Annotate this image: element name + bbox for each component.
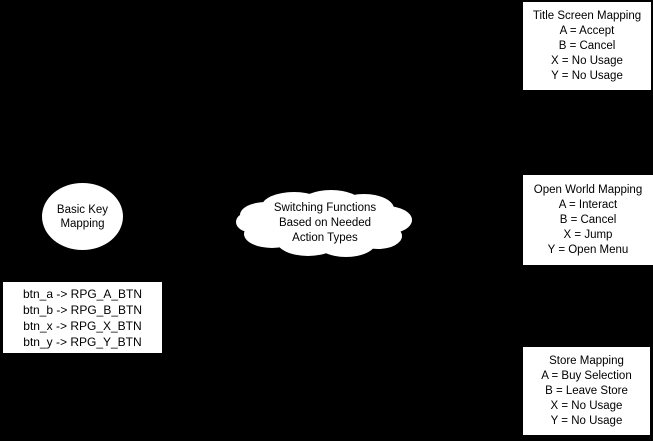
- node-line: X = Jump: [563, 228, 613, 241]
- node-line: Y = Open Menu: [547, 243, 629, 256]
- node-line: Based on Needed: [278, 216, 372, 229]
- node-basic-key-mapping[interactable]: Basic Key Mapping: [42, 183, 123, 250]
- node-open-world-mapping[interactable]: Open World Mapping A = Interact B = Canc…: [523, 175, 653, 265]
- node-line: Switching Functions: [273, 201, 377, 214]
- node-line: A = Accept: [559, 24, 615, 37]
- node-title-screen-mapping[interactable]: Title Screen Mapping A = Accept B = Canc…: [523, 2, 651, 90]
- node-switching-functions[interactable]: Switching Functions Based on Needed Acti…: [236, 190, 414, 258]
- node-cloud-text: Switching Functions Based on Needed Acti…: [236, 190, 414, 258]
- node-line: Action Types: [292, 231, 358, 244]
- node-line: Basic Key: [56, 203, 109, 216]
- node-line: btn_b -> RPG_B_BTN: [22, 302, 143, 317]
- node-line: Open World Mapping: [533, 183, 643, 196]
- node-line: A = Interact: [558, 198, 618, 211]
- node-store-mapping[interactable]: Store Mapping A = Buy Selection B = Leav…: [523, 347, 650, 435]
- node-line: Mapping: [60, 217, 105, 230]
- node-line: B = Leave Store: [545, 384, 628, 397]
- node-line: Store Mapping: [549, 354, 624, 367]
- node-line: Y = No Usage: [551, 69, 623, 82]
- node-line: Title Screen Mapping: [532, 9, 642, 22]
- node-line: btn_y -> RPG_Y_BTN: [23, 334, 142, 349]
- node-key-mapping-list[interactable]: btn_a -> RPG_A_BTN btn_b -> RPG_B_BTN bt…: [3, 282, 162, 353]
- node-line: X = No Usage: [551, 54, 623, 67]
- node-line: A = Buy Selection: [541, 369, 632, 382]
- node-line: btn_a -> RPG_A_BTN: [22, 286, 143, 301]
- node-line: X = No Usage: [550, 399, 623, 412]
- node-line: B = Cancel: [558, 39, 616, 52]
- node-line: btn_x -> RPG_X_BTN: [23, 318, 142, 333]
- node-line: B = Cancel: [559, 213, 617, 226]
- cloud-shape-icon: [236, 190, 412, 257]
- node-line: Y = No Usage: [550, 414, 623, 427]
